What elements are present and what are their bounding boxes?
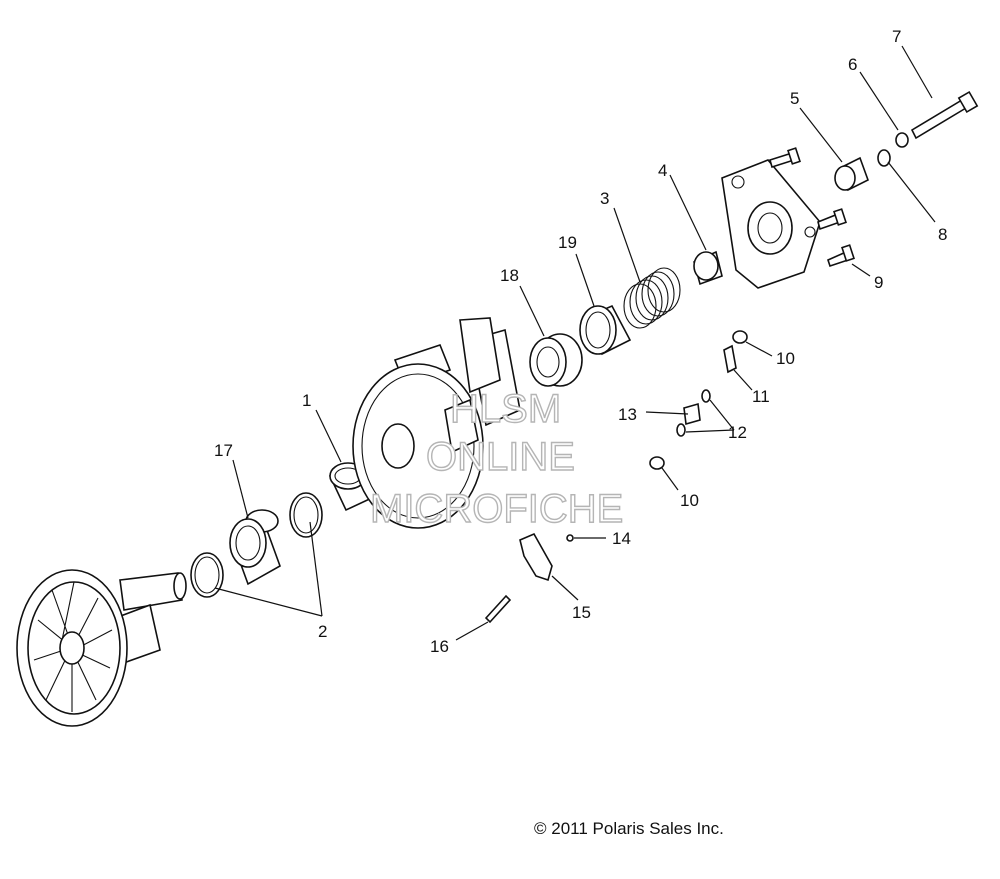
ring-right: [289, 492, 323, 538]
leader-lines: [214, 45, 936, 641]
bushing-17: [229, 509, 281, 586]
callout-labels: 1 2 3 4 5 6 7 8 9 10 10 11 12 13 14 15 1…: [214, 27, 947, 656]
roller-13: [683, 402, 701, 426]
watermark-line-3: MICROFICHE: [370, 487, 623, 531]
nut-14: [566, 534, 574, 542]
callout-18: 18: [500, 266, 519, 285]
callout-3: 3: [600, 189, 609, 208]
watermark: HLSM ONLINE MICROFICHE: [369, 386, 624, 531]
fan-sheave-with-shaft: [16, 569, 187, 727]
pin-16: [484, 594, 512, 624]
washer-12-lower: [676, 423, 686, 437]
callout-1: 1: [302, 391, 311, 410]
callout-13: 13: [618, 405, 637, 424]
callout-12: 12: [728, 423, 747, 442]
callout-15: 15: [572, 603, 591, 622]
bolt-7: [910, 90, 979, 140]
bolt-9: [827, 244, 855, 268]
callout-19: 19: [558, 233, 577, 252]
callout-4: 4: [658, 161, 667, 180]
pin-11: [723, 344, 737, 374]
callout-10-lower: 10: [680, 491, 699, 510]
weight-15: [519, 532, 553, 582]
bolt-mid: [817, 208, 847, 231]
spacer-5: [834, 156, 869, 192]
bolt-top: [769, 147, 801, 169]
callout-10-upper: 10: [776, 349, 795, 368]
cap-10-upper: [732, 330, 748, 344]
bushing-4: [693, 250, 723, 286]
callout-11: 11: [752, 387, 770, 406]
watermark-line-2: ONLINE: [426, 435, 575, 479]
callout-14: 14: [612, 529, 631, 548]
watermark-line-1: HLSM: [450, 387, 561, 431]
washer-8: [877, 149, 891, 167]
cap-10-lower: [649, 456, 665, 470]
callout-8: 8: [938, 225, 947, 244]
callout-6: 6: [848, 55, 857, 74]
copyright-notice: © 2011 Polaris Sales Inc.: [534, 819, 724, 838]
bushing-18: [529, 333, 583, 387]
movable-sheave: [352, 317, 521, 529]
ring-left: [190, 552, 224, 598]
washer-12-upper: [701, 389, 711, 403]
callout-7: 7: [892, 27, 901, 46]
callout-5: 5: [790, 89, 799, 108]
spring-3: [623, 267, 681, 329]
washer-6: [895, 132, 909, 148]
cover: [721, 159, 821, 289]
bushing-19: [579, 304, 632, 356]
callout-16: 16: [430, 637, 449, 656]
callout-9: 9: [874, 273, 883, 292]
callout-2: 2: [318, 622, 327, 641]
callout-17: 17: [214, 441, 233, 460]
